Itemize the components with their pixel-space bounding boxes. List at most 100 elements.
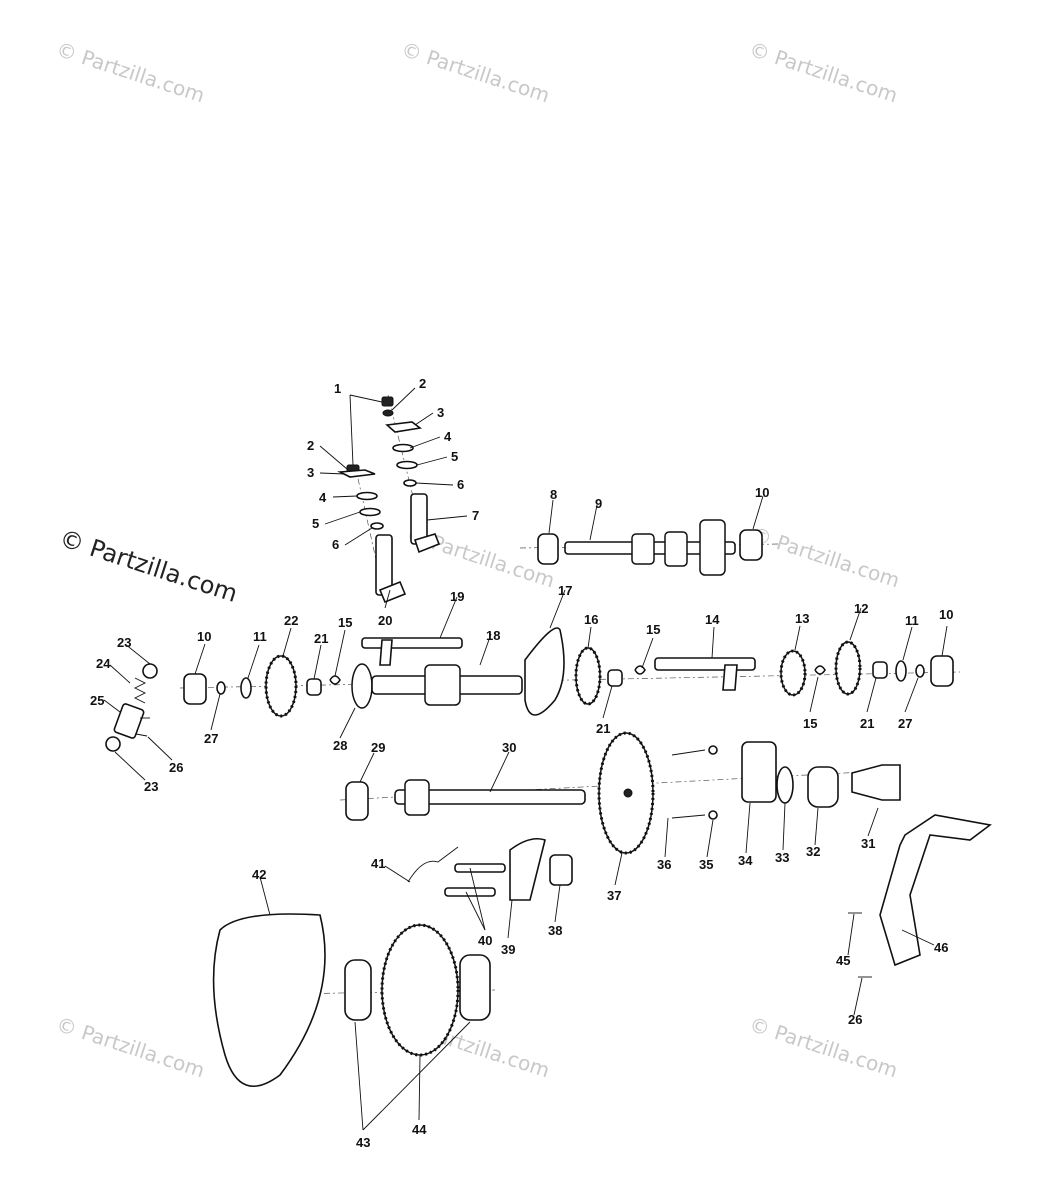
callout-9: 9	[595, 496, 602, 511]
callout-15-right: 15	[803, 716, 817, 731]
bolt-36-b	[671, 814, 706, 819]
callout-22: 22	[284, 613, 298, 628]
callout-44: 44	[412, 1122, 427, 1137]
bearing-43-left	[344, 959, 372, 1021]
callout-21-left: 21	[314, 631, 328, 646]
block-38	[549, 854, 573, 886]
bearing-10-right	[930, 655, 954, 687]
callout-6-right: 6	[457, 477, 464, 492]
clip-15-mid	[634, 665, 646, 675]
pin-40-a	[454, 863, 506, 873]
washer-4-right	[392, 443, 414, 453]
callout-numbers: 1 2 2 3 3 4 4 5 5 6 6 7 8 9 10 10 10 11 …	[90, 376, 953, 1150]
nut-1	[381, 396, 394, 407]
chain-17	[524, 627, 565, 716]
callout-3-left: 3	[307, 465, 314, 480]
bolt-36-a	[671, 749, 706, 756]
callout-38: 38	[548, 923, 562, 938]
callout-17: 17	[558, 583, 572, 598]
nut-2-right	[382, 409, 394, 417]
callout-37: 37	[607, 888, 621, 903]
gear-44-teeth	[380, 923, 460, 1057]
seal-6-right	[403, 479, 417, 487]
bushing-21-right	[872, 661, 888, 679]
drive-assembly	[212, 913, 496, 1087]
callout-42: 42	[252, 867, 266, 882]
shift-fork-14	[722, 664, 738, 691]
flange-34	[741, 741, 777, 803]
watermark-top-center: © Partzilla.com	[398, 37, 552, 108]
callout-24: 24	[96, 656, 111, 671]
leader-lines	[103, 387, 948, 1131]
o-ring-5-right	[396, 460, 418, 470]
bushing-21-left	[306, 678, 322, 696]
callout-11-right: 11	[905, 613, 919, 628]
callout-8: 8	[550, 487, 557, 502]
callout-7: 7	[472, 508, 479, 523]
gear-22-teeth	[264, 654, 298, 718]
callout-21-mid: 21	[596, 721, 610, 736]
clip-27-right	[915, 664, 925, 678]
spring-41	[407, 846, 459, 883]
callout-10-left: 10	[197, 629, 211, 644]
callout-1: 1	[334, 381, 341, 396]
seal-6-left	[370, 522, 384, 530]
callout-4-left: 4	[319, 490, 327, 505]
callout-43: 43	[356, 1135, 370, 1150]
watermark-top-left: © Partzilla.com	[53, 37, 207, 108]
ring-33	[776, 766, 794, 804]
cap-23-bottom	[105, 736, 121, 752]
callout-34: 34	[738, 853, 753, 868]
fork-rail-19	[361, 637, 463, 649]
watermark-bottom-left: © Partzilla.com	[53, 1012, 207, 1083]
gear-16-teeth	[574, 646, 602, 706]
callout-11-left: 11	[253, 629, 267, 644]
watermark-mid-right: © Partzilla.com	[748, 522, 902, 593]
shift-shaft-assembly	[337, 394, 441, 604]
cap-23-top	[142, 663, 158, 679]
shift-shaft-7-arm	[413, 533, 441, 554]
shaft-18-gear	[424, 664, 461, 706]
callout-18: 18	[486, 628, 500, 643]
callout-27-right: 27	[898, 716, 912, 731]
plate-3-right	[385, 421, 422, 433]
watermark-top-right: © Partzilla.com	[746, 37, 900, 108]
bearing-32	[807, 766, 839, 808]
callout-39: 39	[501, 942, 515, 957]
bearing-8	[537, 533, 559, 565]
callout-28: 28	[333, 738, 347, 753]
sprocket-13-teeth	[779, 649, 807, 697]
washer-11-left	[240, 677, 252, 699]
bushing-21-mid	[607, 669, 623, 687]
bracket-assembly	[848, 814, 992, 978]
callout-6-left: 6	[332, 537, 339, 552]
callout-30: 30	[502, 740, 516, 755]
clip-15-left	[329, 675, 341, 685]
callout-13: 13	[795, 611, 809, 626]
callout-2-left: 2	[307, 438, 314, 453]
lever-39	[509, 837, 546, 901]
bracket-46	[879, 814, 992, 967]
callout-23-bottom: 23	[144, 779, 158, 794]
bearing-29	[345, 781, 369, 821]
fork-19	[379, 639, 393, 666]
watermarks: © Partzilla.com © Partzilla.com © Partzi…	[53, 37, 902, 1083]
callout-10-upper: 10	[755, 485, 769, 500]
watermark-main: © Partzilla.com	[56, 524, 241, 608]
callout-15-left: 15	[338, 615, 352, 630]
spring-24	[133, 677, 147, 704]
callout-21-right: 21	[860, 716, 874, 731]
callout-36: 36	[657, 857, 671, 872]
shaft-9-gear-b	[664, 531, 688, 567]
callout-25: 25	[90, 693, 104, 708]
screw-26-b	[135, 733, 148, 737]
callout-3-right: 3	[437, 405, 444, 420]
callout-32: 32	[806, 844, 820, 859]
callout-5-left: 5	[312, 516, 319, 531]
callout-29: 29	[371, 740, 385, 755]
o-ring-5-left	[359, 507, 381, 517]
bearing-10-left	[183, 673, 207, 705]
callout-46: 46	[934, 940, 948, 955]
washer-35-a	[708, 745, 718, 755]
